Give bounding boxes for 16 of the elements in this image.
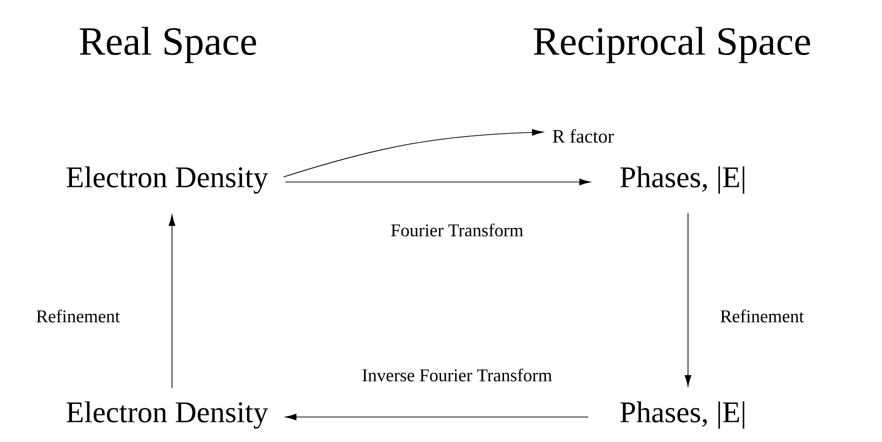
heading: Reciprocal Space — [534, 26, 810, 64]
arrow — [285, 414, 589, 420]
arrow — [168, 214, 176, 389]
arrow — [285, 178, 590, 186]
node-label: R factor — [552, 129, 614, 143]
edge-label: Inverse Fourier Transform — [360, 368, 554, 382]
node-label: Phases, |E| — [620, 401, 744, 429]
edge-label: Refinement — [35, 308, 121, 324]
arrow — [283, 129, 544, 178]
edge-label: Refinement — [719, 308, 805, 324]
edge-label: Fourier Transform — [390, 222, 524, 238]
node-label: Electron Density — [66, 166, 268, 194]
node-label: Phases, |E| — [620, 166, 744, 194]
node-label: Electron Density — [66, 401, 268, 429]
arrow — [684, 212, 692, 386]
heading: Real Space — [80, 26, 256, 64]
